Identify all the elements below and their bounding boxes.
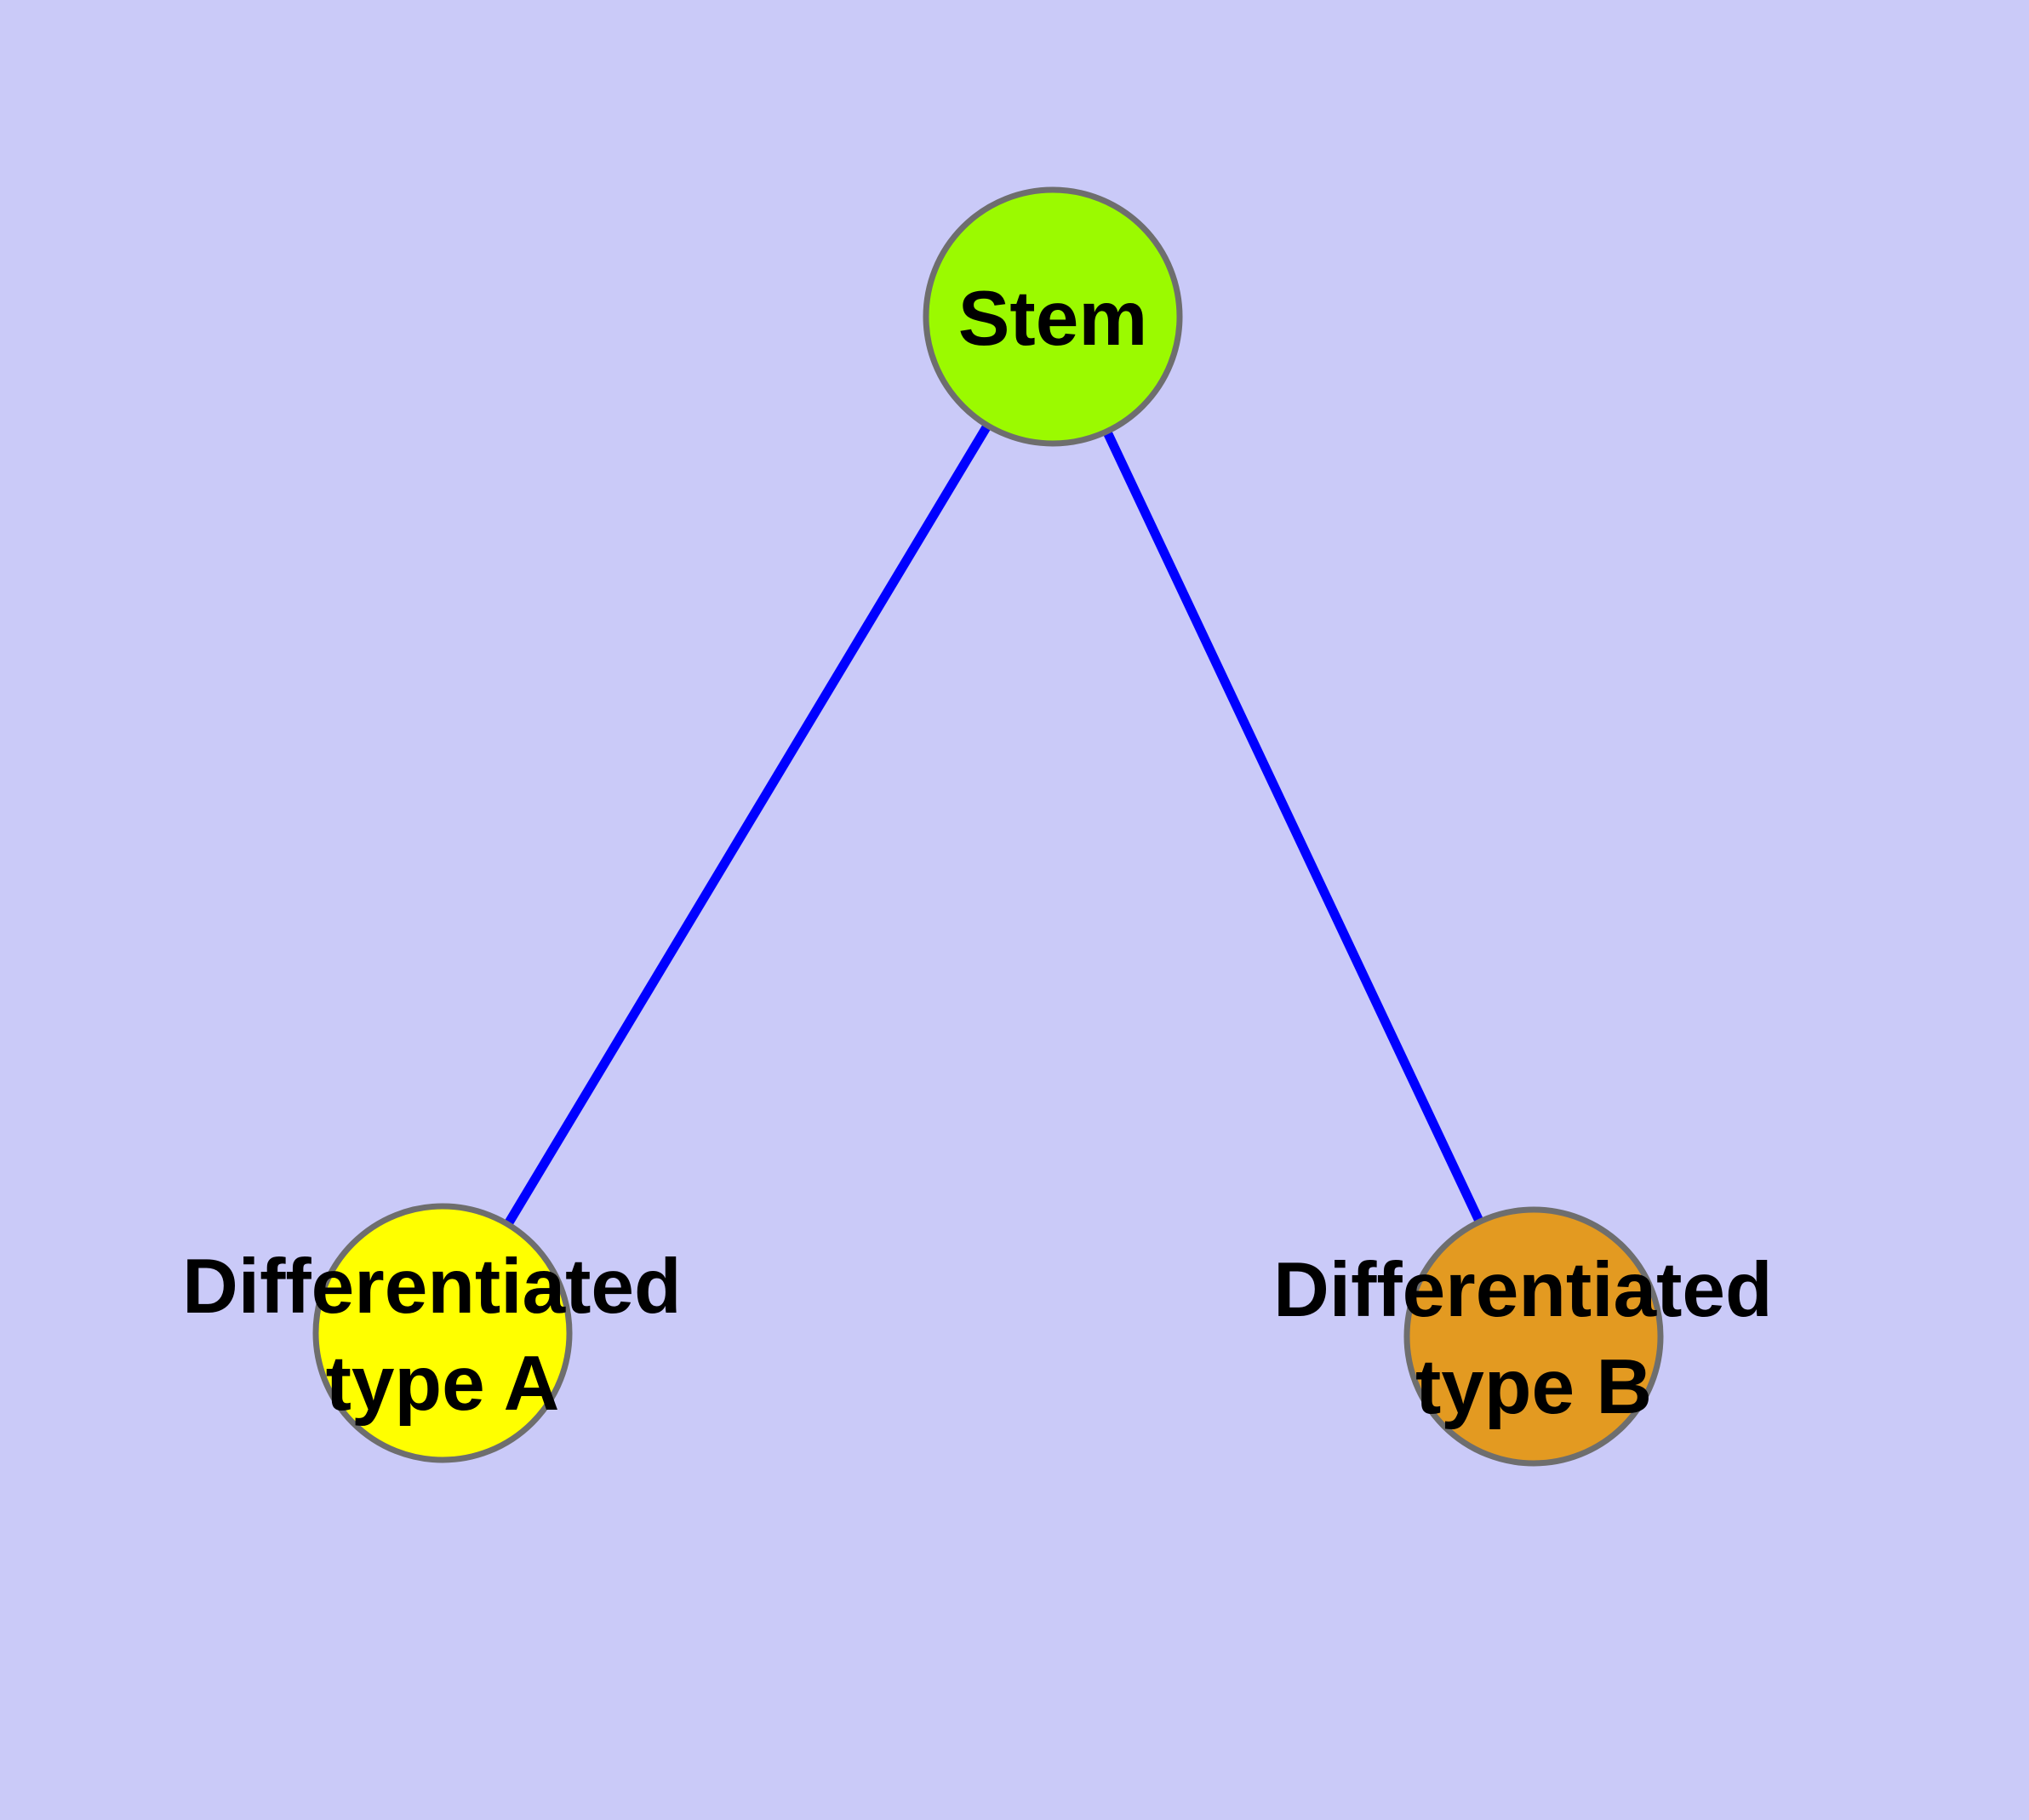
- node-stem-label: Stem: [958, 276, 1148, 362]
- node-type-a-label-line2: type A: [326, 1341, 560, 1427]
- node-type-a-label-line1: Differentiated: [182, 1244, 682, 1330]
- node-type-a-circle: [312, 1203, 573, 1463]
- node-type-b-circle: [1403, 1206, 1664, 1467]
- node-type-b-label-line1: Differentiated: [1273, 1247, 1773, 1333]
- node-differentiated-type-a: Differentiated type A: [182, 1203, 703, 1463]
- node-type-a-label: Differentiated type A: [182, 1244, 703, 1427]
- edge-stem-to-type-a: [438, 314, 1057, 1336]
- edge-group: [438, 314, 1538, 1339]
- node-stem: Stem: [923, 186, 1183, 447]
- node-type-b-label-line2: type B: [1415, 1344, 1652, 1430]
- node-type-b-label: Differentiated type B: [1273, 1247, 1794, 1430]
- node-differentiated-type-b: Differentiated type B: [1273, 1206, 1794, 1467]
- edge-stem-to-type-b: [1049, 314, 1538, 1339]
- node-stem-circle: [923, 186, 1183, 447]
